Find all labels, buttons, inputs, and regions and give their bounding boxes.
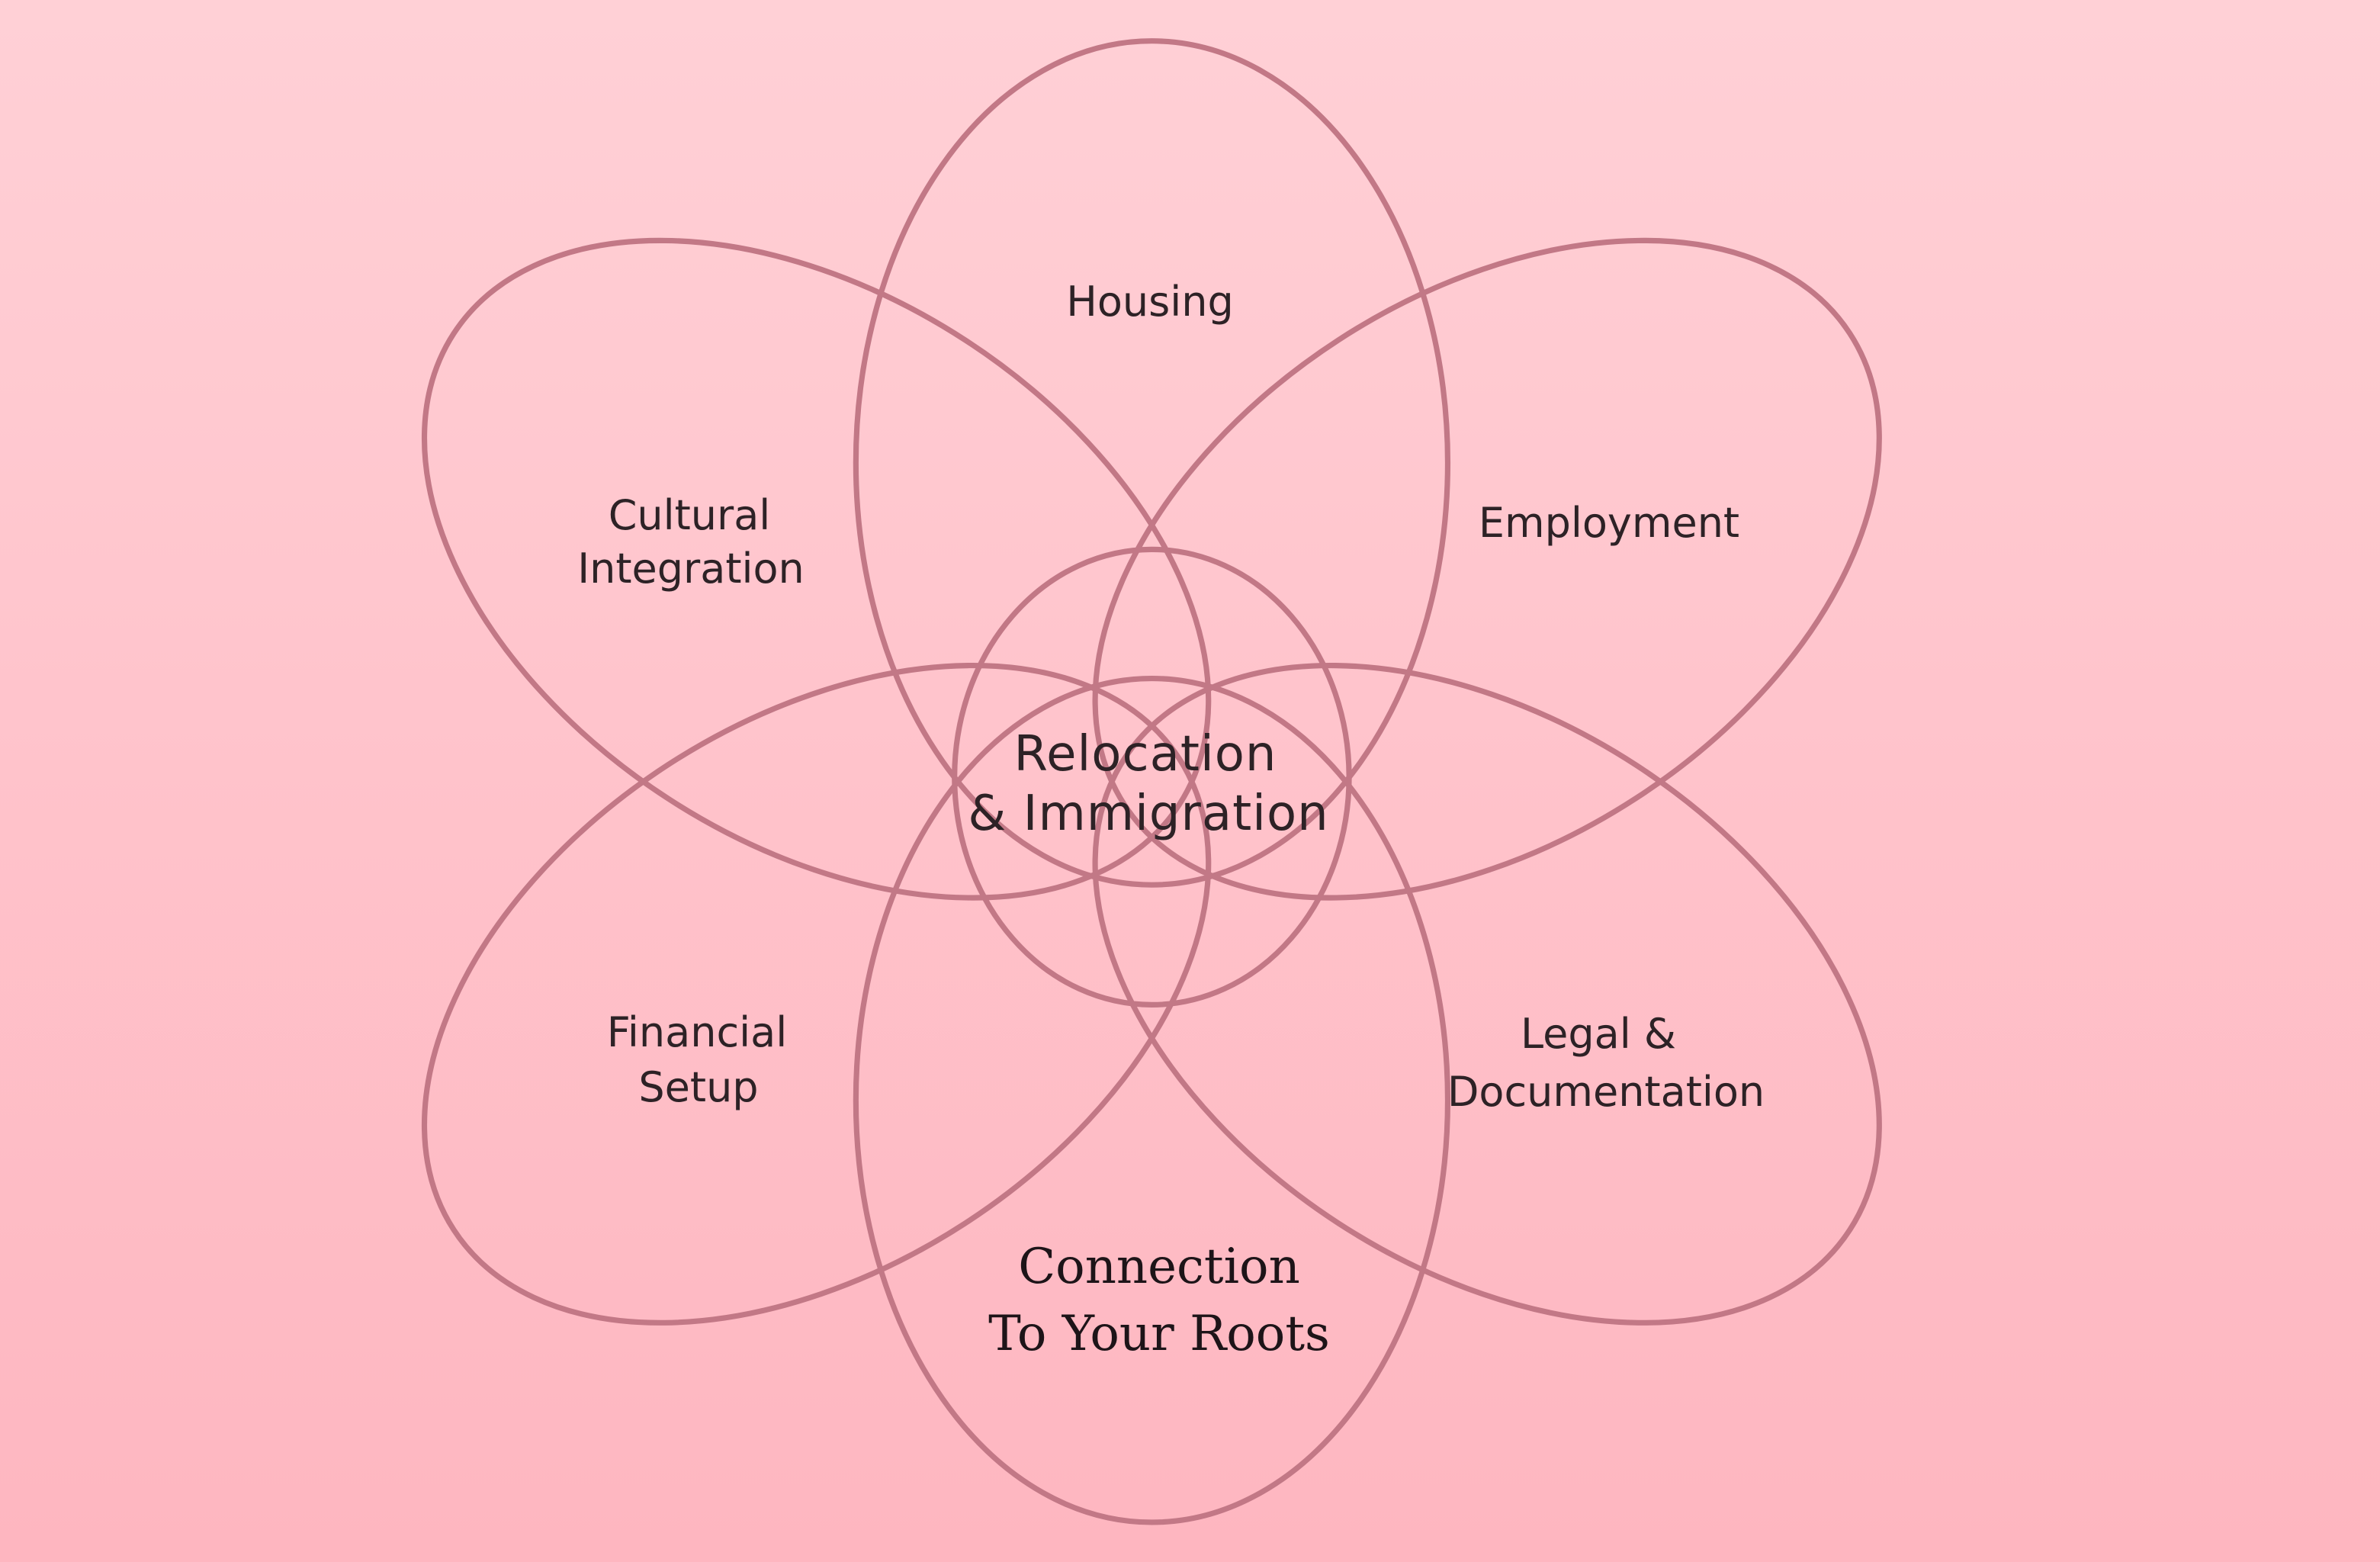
cultural-label-line1: Cultural: [609, 491, 771, 539]
petal-employment: Employment: [1479, 499, 1739, 547]
petal-cultural: Cultural Integration: [577, 491, 805, 593]
petal-cultural-outline: [421, 237, 1212, 901]
cultural-label-line2: Integration: [577, 545, 805, 593]
petal-group: [421, 38, 1882, 1525]
petal-roots-outline: [853, 675, 1451, 1525]
petal-housing-outline: [853, 38, 1451, 888]
petal-financial-outline: [421, 662, 1212, 1326]
housing-label: Housing: [1066, 278, 1234, 326]
center-label-line2: & Immigration: [968, 786, 1328, 842]
petal-employment-outline: [1092, 237, 1882, 901]
employment-label: Employment: [1479, 499, 1739, 547]
petal-legal-outline: [1092, 662, 1882, 1326]
petal-financial: Financial Setup: [607, 1008, 787, 1111]
financial-label-line2: Setup: [638, 1063, 758, 1111]
petal-legal: Legal & Documentation: [1447, 1010, 1765, 1116]
roots-label-line1: Connection: [1018, 1239, 1300, 1295]
legal-label-line2: Documentation: [1447, 1068, 1765, 1116]
financial-label-line1: Financial: [607, 1008, 787, 1056]
center-hub: Relocation & Immigration: [968, 726, 1328, 842]
roots-label-line2: To Your Roots: [988, 1306, 1330, 1362]
petal-roots: Connection To Your Roots: [988, 1239, 1330, 1362]
center-label-line1: Relocation: [1014, 726, 1277, 783]
petal-housing: Housing: [1066, 278, 1234, 326]
center-circle-outline: [952, 546, 1352, 1008]
legal-label-line1: Legal &: [1521, 1010, 1676, 1058]
